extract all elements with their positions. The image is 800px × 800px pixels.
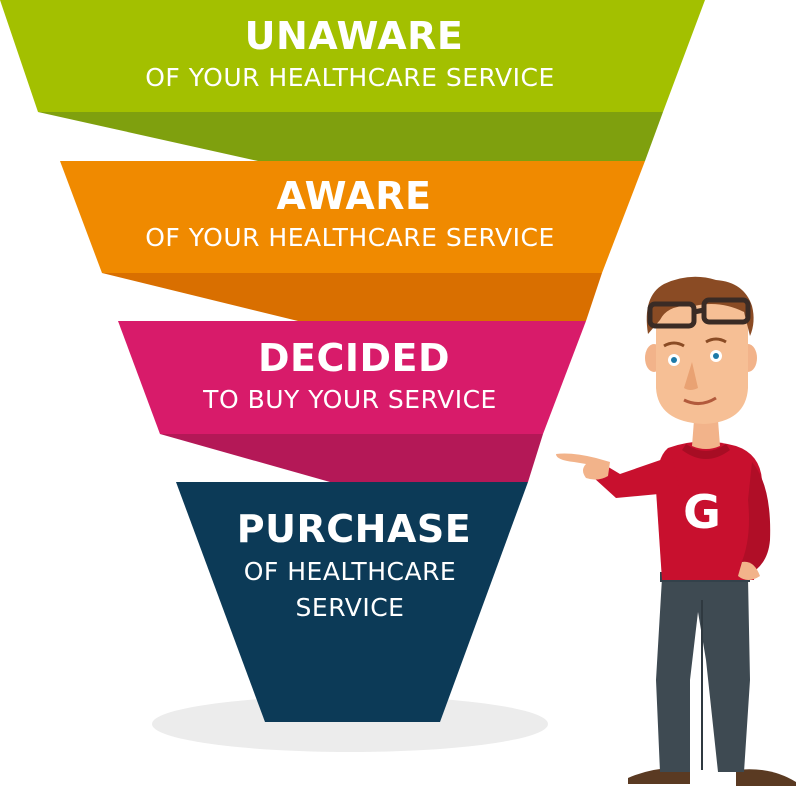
stage-4-title: PURCHASE: [236, 507, 472, 551]
funnel-stage-1-band: [0, 0, 705, 112]
stage-3-title: DECIDED: [257, 336, 451, 380]
shirt-letter: G: [683, 485, 721, 539]
funnel-stage-2-band: [60, 161, 645, 273]
glasses-icon: [647, 297, 751, 329]
stage-2-title: AWARE: [276, 174, 432, 218]
stage-1-subtitle: OF YOUR HEALTHCARE SERVICE: [145, 63, 555, 92]
stage-2-subtitle: OF YOUR HEALTHCARE SERVICE: [145, 223, 555, 252]
funnel-connector-3: [160, 434, 543, 482]
stage-4-subtitle-line-2: SERVICE: [295, 593, 405, 622]
funnel-stage-4-band: [176, 482, 528, 722]
floor-shadow: [152, 696, 548, 752]
stage-1-title: UNAWARE: [244, 14, 464, 58]
stage-4-subtitle-line-1: OF HEALTHCARE: [243, 557, 457, 586]
funnel-stage-3-band: [118, 321, 586, 434]
stage-3-subtitle: TO BUY YOUR SERVICE: [203, 385, 497, 414]
funnel-connector-2: [102, 273, 602, 321]
funnel-connector-1: [38, 112, 663, 161]
mascot-illustration: G: [556, 276, 796, 786]
